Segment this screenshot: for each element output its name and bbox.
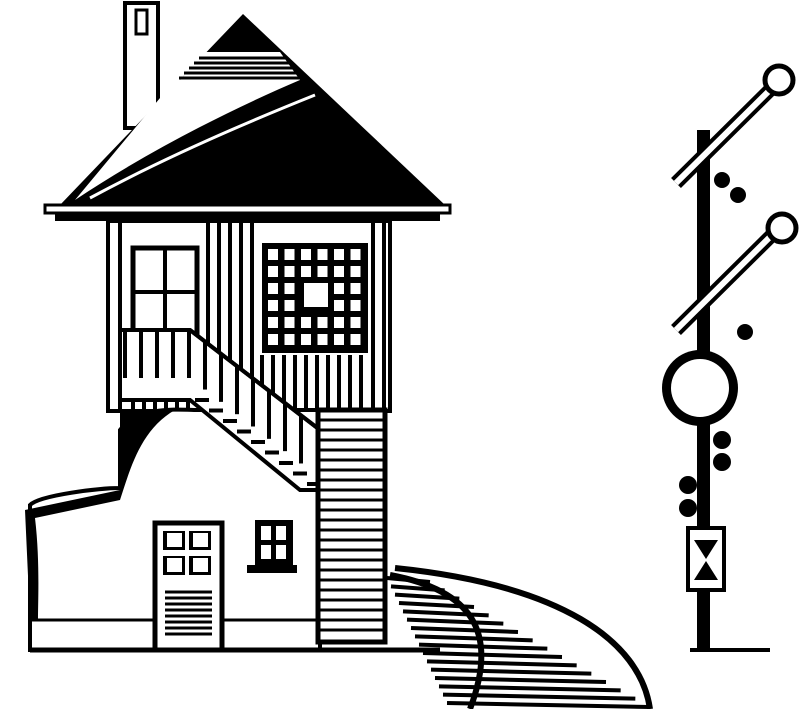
window-pane [317, 249, 328, 260]
window-pane [334, 300, 344, 311]
track-sleeper [426, 659, 577, 668]
signal-lamps [679, 431, 731, 517]
window-pane [301, 334, 311, 345]
track-sleeper [438, 684, 621, 693]
window-pane [284, 283, 295, 294]
lower-story [25, 407, 322, 653]
door-pane [193, 533, 208, 547]
door-pane [167, 558, 182, 572]
window-pane [334, 317, 344, 328]
window-pane [268, 317, 278, 328]
window-pane [317, 266, 328, 277]
track-sleeper [430, 667, 592, 676]
window-pane [268, 300, 278, 311]
track-sleeper [434, 676, 607, 684]
eave [43, 203, 452, 221]
window-pane [284, 317, 295, 328]
railway-track [386, 565, 653, 709]
small-window [247, 520, 297, 573]
signal-disc [662, 350, 738, 426]
window-pane [334, 334, 344, 345]
signal-arm-upper [671, 63, 796, 203]
signal-arm-lower [671, 211, 799, 340]
window-pane [284, 266, 295, 277]
track-sleeper [422, 651, 563, 659]
window-pane [350, 334, 361, 345]
window-pane [284, 300, 295, 311]
window-pane [301, 266, 311, 277]
track-sleeper [402, 609, 489, 618]
window-pane [268, 266, 278, 277]
window-pane [268, 334, 278, 345]
window-pane [304, 283, 328, 307]
door-pane [193, 558, 208, 572]
cross-sign [686, 526, 726, 592]
chimney [123, 1, 160, 130]
track-sleeper [414, 634, 533, 643]
window-pane [268, 283, 278, 294]
window-pane [350, 266, 361, 277]
track-sleeper [446, 701, 651, 709]
window-pane [350, 249, 361, 260]
door-pane [167, 533, 182, 547]
window-pane [350, 283, 361, 294]
upper-door [130, 245, 200, 337]
window-pane [317, 334, 328, 345]
window-pane [334, 266, 344, 277]
window-pane [284, 249, 295, 260]
track-sleeper [406, 617, 504, 626]
window-pane [301, 317, 311, 328]
window-pane [268, 249, 278, 260]
window-pane [301, 249, 311, 260]
roof [60, 14, 445, 205]
entrance-door [152, 520, 225, 653]
window-pane [334, 283, 344, 294]
railway-signal [662, 63, 799, 652]
window-pane [350, 317, 361, 328]
track-sleeper [410, 626, 519, 634]
window-pane [350, 300, 361, 311]
window-pane [284, 334, 295, 345]
handrail [188, 328, 322, 432]
window-pane [317, 317, 328, 328]
grid-window [262, 243, 368, 353]
window-pane [334, 249, 344, 260]
staircase [118, 328, 388, 645]
